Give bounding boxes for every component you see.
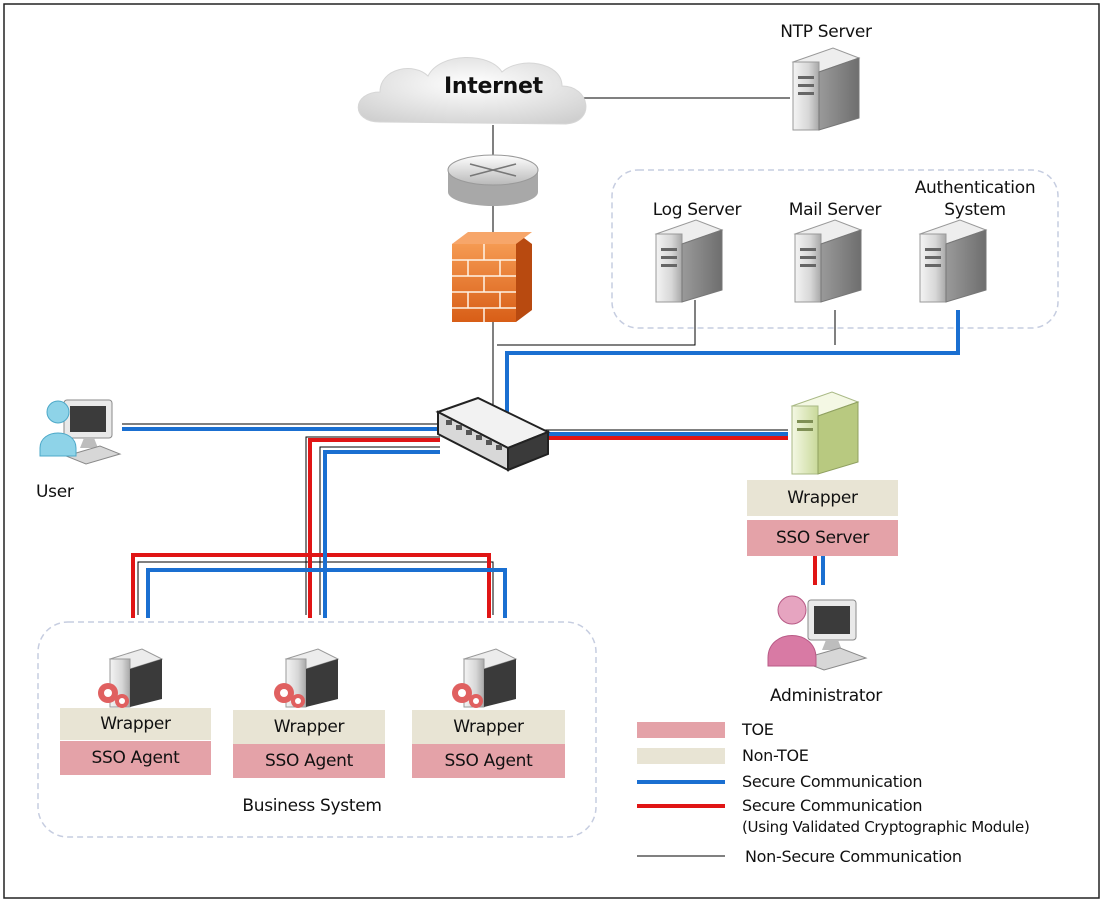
legend-toe-swatch <box>637 722 725 738</box>
user-icon <box>39 399 122 465</box>
firewall-icon <box>452 232 532 322</box>
agent-2-sso-agent-box: SSO Agent <box>233 744 385 778</box>
agent-1-wrapper-box: Wrapper <box>60 708 211 740</box>
business-pc-icon-2 <box>274 648 340 708</box>
legend-non-secure-label: Non-Secure Communication <box>745 847 962 866</box>
sso-server-box: SSO Server <box>747 520 898 556</box>
ntp-server-icon <box>791 47 861 131</box>
internet-label: Internet <box>444 74 543 99</box>
log-server-icon <box>654 219 724 303</box>
agent-2-wrapper-box: Wrapper <box>233 710 385 744</box>
business-pc-icon-1 <box>98 648 164 708</box>
internet-cloud <box>357 56 587 125</box>
user-label: User <box>36 482 74 502</box>
legend-non-toe-label: Non-TOE <box>742 746 809 765</box>
legend-non-toe-swatch <box>637 748 725 764</box>
legend-secure-label: Secure Communication <box>742 772 923 791</box>
log-server-label: Log Server <box>652 200 742 220</box>
legend-toe-label: TOE <box>742 720 774 739</box>
administrator-icon <box>767 595 868 671</box>
non-secure-links <box>122 97 836 615</box>
legend-secure-validated-label-line1: Secure Communication <box>742 796 923 815</box>
administrator-label: Administrator <box>770 686 882 706</box>
legend-secure-validated-label-line2: (Using Validated Cryptographic Module) <box>742 818 1030 836</box>
secure-validated-links <box>131 436 817 618</box>
diagram-border <box>3 3 1100 899</box>
sso-server-icon <box>790 391 860 475</box>
switch-icon <box>435 396 551 472</box>
auth-system-label-line2: System <box>944 200 1006 220</box>
router-icon <box>447 154 539 206</box>
authentication-system-icon <box>918 219 988 303</box>
secure-links <box>122 310 960 618</box>
sso-server-wrapper-box: Wrapper <box>747 480 898 516</box>
business-system-label: Business System <box>242 796 382 816</box>
mail-server-label: Mail Server <box>788 200 882 220</box>
business-pc-icon-3 <box>452 648 518 708</box>
mail-server-icon <box>793 219 863 303</box>
agent-3-sso-agent-box: SSO Agent <box>412 744 565 778</box>
ntp-server-label: NTP Server <box>780 22 872 42</box>
business-system-box <box>37 621 597 838</box>
auth-system-label-line1: Authentication <box>914 178 1036 198</box>
agent-3-wrapper-box: Wrapper <box>412 710 565 744</box>
agent-1-sso-agent-box: SSO Agent <box>60 741 211 775</box>
